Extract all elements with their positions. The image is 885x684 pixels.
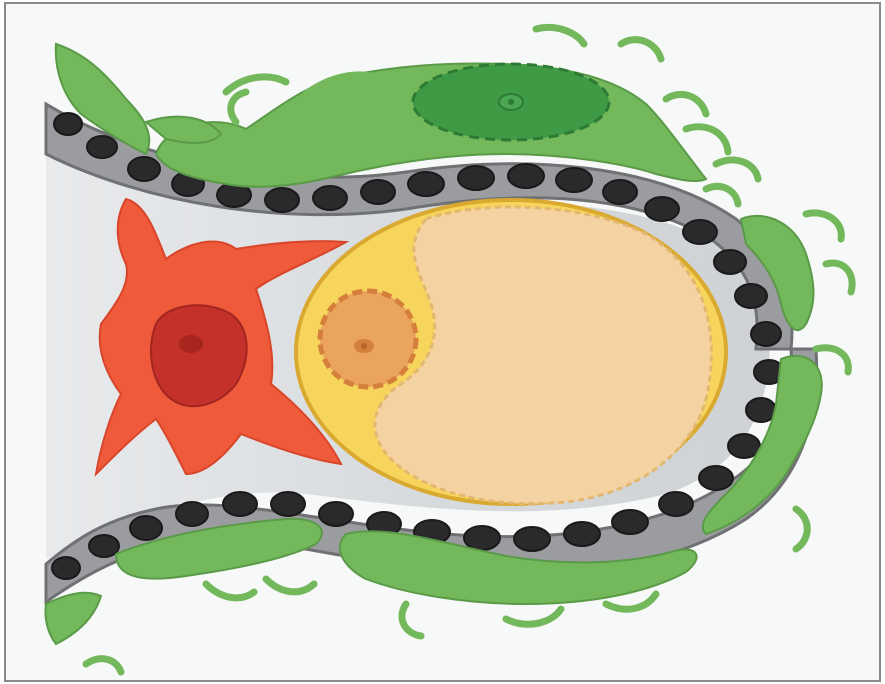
green-cell-nucleus xyxy=(413,64,609,140)
figure-frame xyxy=(4,2,881,682)
cell-diagram xyxy=(6,4,881,682)
small-orange-cell xyxy=(320,291,416,387)
